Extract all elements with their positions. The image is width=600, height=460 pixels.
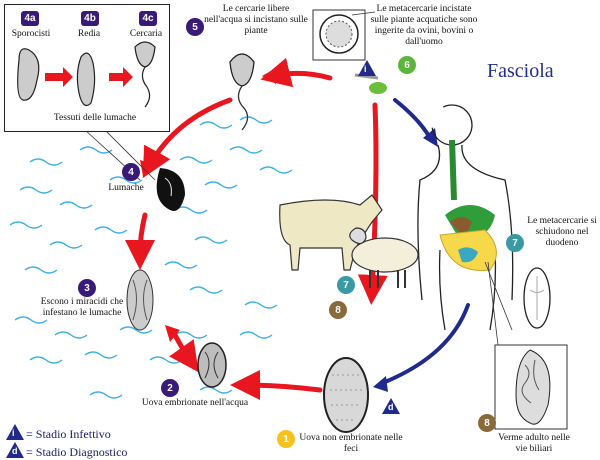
step-4-label: Lumache [108, 183, 144, 193]
step-6-badge: 6 [398, 56, 416, 74]
legend-infective: i= Stadio Infettivo [6, 424, 111, 442]
badge-4a: 4a [21, 11, 39, 26]
inset-stages-artwork [17, 41, 156, 108]
redia-label: Redia [77, 29, 101, 39]
badge-4c: 4c [139, 11, 157, 26]
step-3-label: Escono i miracidi che infestano le lumac… [40, 297, 124, 318]
infective-legend-icon: i [6, 424, 24, 440]
adult-worm-figure [494, 344, 568, 430]
step-5-badge: 5 [186, 18, 204, 36]
red-arrows [125, 57, 388, 401]
step-2-badge: 2 [161, 379, 179, 397]
snail-tissue-inset: 4a 4b 4c Sporocisti Redia Cercaria Tessu… [4, 4, 170, 132]
step-7-badge: 7 [506, 234, 524, 252]
step-5-label: Le cercarie libere nell'acqua si incista… [204, 4, 308, 36]
organs [439, 139, 497, 272]
inset-caption: Tessuti delle lumache [53, 113, 137, 123]
sheep-figure [349, 227, 419, 288]
step-1-badge: 1 [277, 430, 295, 448]
infective-legend-text: = Stadio Infettivo [26, 427, 111, 441]
sporocyst-label: Sporocisti [11, 29, 51, 39]
diagnostic-legend-icon: d [6, 442, 24, 458]
miracidium-figure [126, 269, 154, 331]
page-title: Fasciola [487, 60, 554, 82]
badge-4b: 4b [81, 11, 99, 26]
embryonated-egg-figure [197, 342, 227, 388]
step-8-label: Verme adulto nelle vie biliari [498, 433, 570, 454]
cercaria-label: Cercaria [129, 29, 163, 39]
step-1-label: Uova non embrionate nelle feci [299, 433, 403, 454]
diagnostic-legend-text: = Stadio Diagnostico [26, 445, 128, 459]
step-8-badge-animal: 8 [329, 301, 347, 319]
snail-figure [156, 168, 185, 211]
unembryonated-egg-figure [323, 357, 369, 433]
step-6-label: Le metacercarie incistate sulle piante a… [370, 4, 478, 47]
infective-stage-marker: i [358, 60, 376, 76]
water-waves [9, 116, 293, 399]
step-3-badge: 3 [78, 279, 96, 297]
excysted-metacercaria-figure [523, 267, 551, 329]
diagnostic-stage-marker: d [382, 398, 400, 414]
step-7-badge-animal: 7 [337, 276, 355, 294]
step-8-badge: 8 [478, 414, 496, 432]
legend-diagnostic: d= Stadio Diagnostico [6, 442, 127, 460]
step-7-label: Le metacercarie si schiudono nel duodeno [527, 216, 597, 248]
metacercaria-figure [312, 9, 387, 94]
red-arrow-heads [134, 68, 379, 393]
step-4-badge: 4 [122, 163, 140, 181]
step-2-label: Uova embrionate nell'acqua [141, 398, 249, 408]
free-cercaria-figure [229, 53, 255, 131]
